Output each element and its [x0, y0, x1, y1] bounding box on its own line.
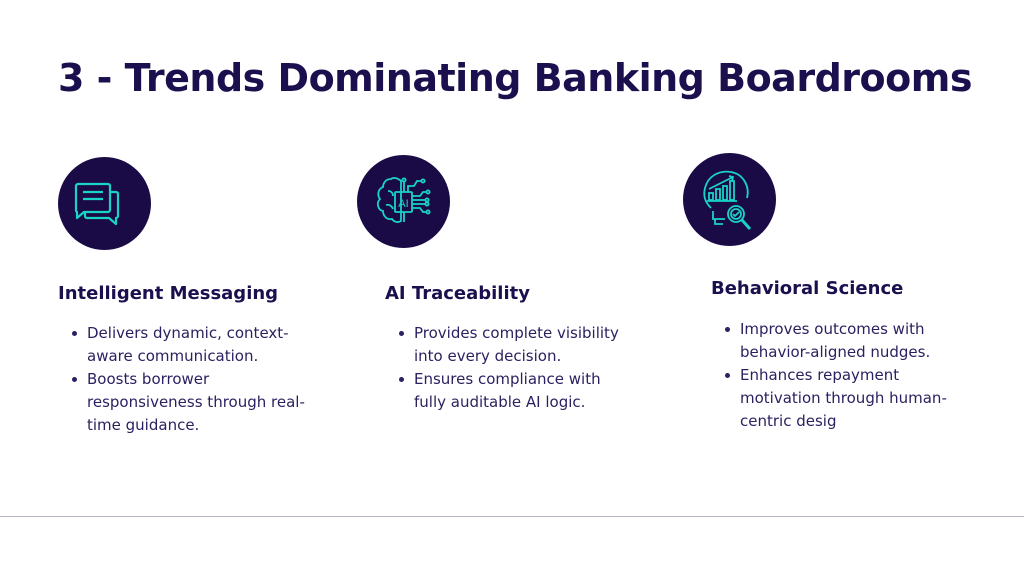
ai-brain-chip-icon: AI [357, 155, 450, 248]
page-title: 3 - Trends Dominating Banking Boardrooms [58, 56, 972, 100]
column-heading: Behavioral Science [711, 278, 904, 299]
bullet-list: Improves outcomes with behavior-aligned … [725, 318, 965, 433]
bullet-item: Enhances repayment motivation through hu… [725, 364, 965, 433]
column-heading: AI Traceability [385, 283, 530, 304]
column-heading: Intelligent Messaging [58, 283, 279, 304]
bullet-item: Provides complete visibility into every … [399, 322, 634, 368]
svg-text:AI: AI [398, 198, 408, 210]
bullet-item: Boosts borrower responsiveness through r… [72, 368, 307, 437]
bullet-item: Ensures compliance with fully auditable … [399, 368, 634, 414]
bullet-list: Delivers dynamic, context-aware communic… [72, 322, 307, 437]
chat-bubbles-icon [58, 157, 151, 250]
footer-divider [0, 516, 1024, 517]
lightbulb-chart-magnifier-icon [683, 153, 776, 246]
bullet-item: Delivers dynamic, context-aware communic… [72, 322, 307, 368]
bullet-list: Provides complete visibility into every … [399, 322, 634, 414]
bullet-item: Improves outcomes with behavior-aligned … [725, 318, 965, 364]
